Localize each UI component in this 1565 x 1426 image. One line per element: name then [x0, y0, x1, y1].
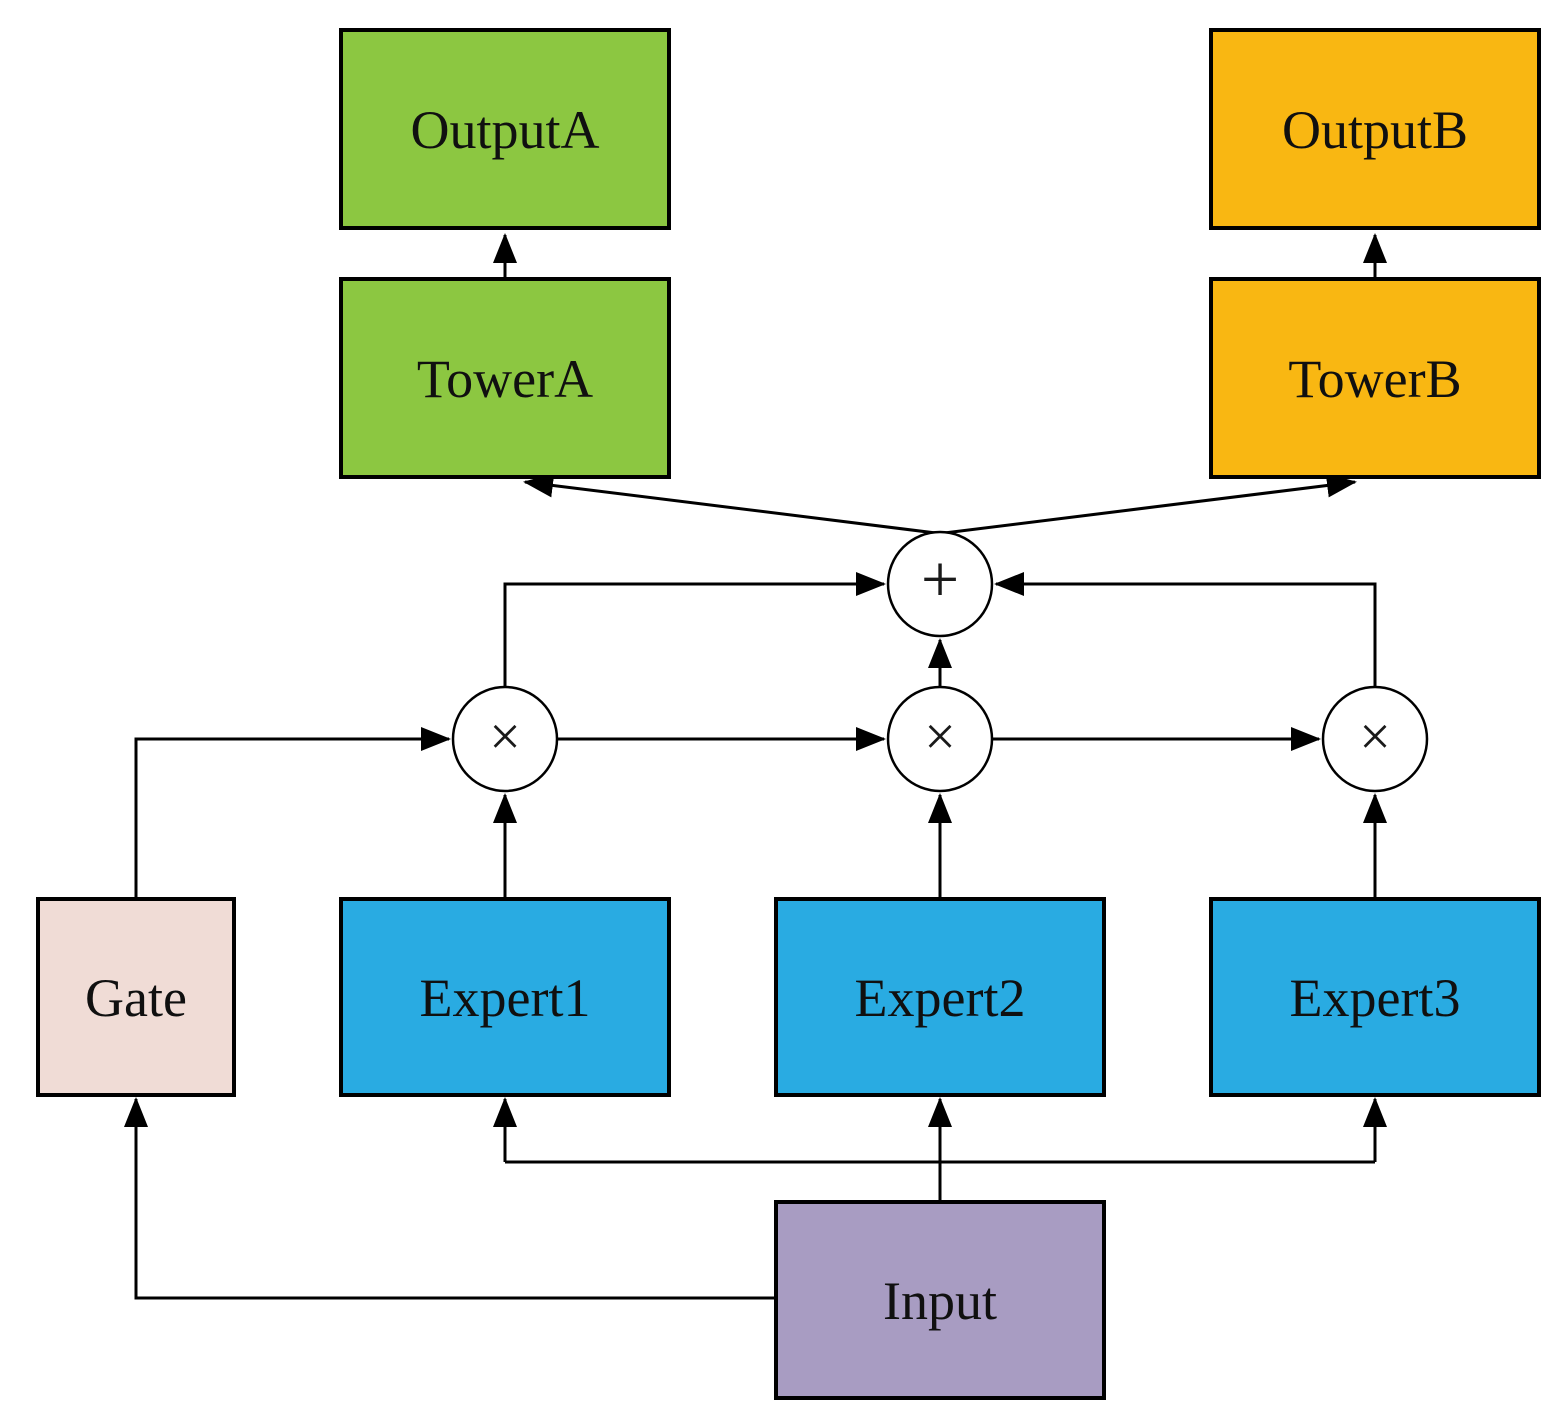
node-outputa-box — [339, 28, 671, 230]
node-towera-label: TowerA — [417, 349, 593, 409]
node-input-box — [774, 1200, 1106, 1400]
op-multiply1-circle — [451, 685, 559, 793]
node-gate-box — [36, 897, 236, 1097]
nodes-layer: OutputA TowerA OutputB TowerB Gate Exper… — [36, 28, 1541, 1400]
node-outputb-box — [1209, 28, 1541, 230]
node-towerb-label: TowerB — [1288, 349, 1461, 409]
edge-sum-towerb — [919, 473, 1357, 538]
node-towera-box — [339, 277, 671, 479]
node-expert1-box — [339, 897, 671, 1097]
op-multiply2-symbol: × — [924, 706, 956, 768]
node-expert3-label: Expert3 — [1290, 968, 1461, 1028]
edge-input-gate — [124, 1097, 776, 1300]
op-multiply3-symbol: × — [1359, 706, 1391, 768]
edge-sum-towera — [523, 473, 961, 538]
node-expert2-label: Expert2 — [855, 968, 1026, 1028]
op-multiply3-circle — [1321, 685, 1429, 793]
edges-layer — [124, 233, 1387, 1300]
operators-layer: + × × × — [451, 530, 1429, 793]
edge-mul1-sum — [503, 572, 886, 687]
edge-gate-mul1 — [134, 727, 451, 899]
op-multiply1-symbol: × — [489, 706, 521, 768]
node-towerb-box — [1209, 277, 1541, 479]
node-expert2-box — [774, 897, 1106, 1097]
node-outputb-label: OutputB — [1282, 100, 1468, 160]
edge-mul3-sum — [994, 572, 1377, 687]
node-input-label: Input — [883, 1271, 997, 1331]
op-sum-circle — [886, 530, 994, 638]
node-expert3-box — [1209, 897, 1541, 1097]
node-gate-label: Gate — [85, 968, 187, 1028]
node-expert1-label: Expert1 — [420, 968, 591, 1028]
op-multiply2-circle — [886, 685, 994, 793]
node-outputa-label: OutputA — [411, 100, 600, 160]
op-sum-symbol: + — [921, 541, 959, 617]
